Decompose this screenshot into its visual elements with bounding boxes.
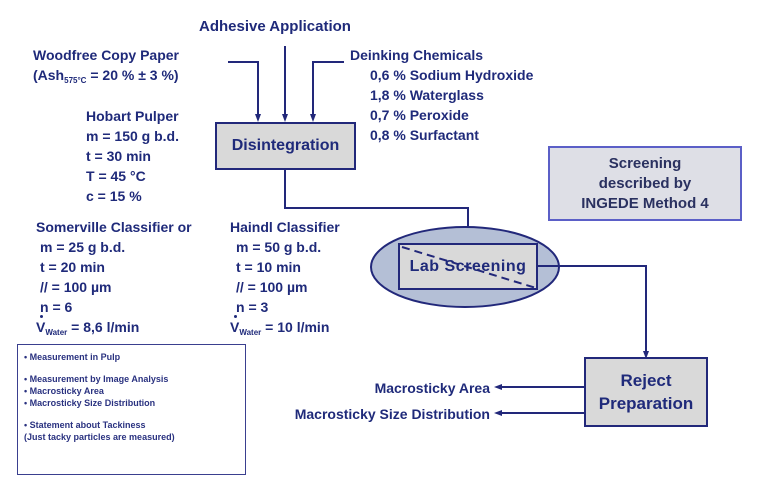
measurement-notes-box: • Measurement in Pulp • Measurement by I…: [17, 344, 246, 475]
lab-screening-box: Lab Screening: [398, 243, 538, 290]
haindl-water-flow: VWater = 10 l/min: [230, 315, 330, 337]
reject-preparation-box: Reject Preparation: [584, 357, 708, 427]
note-item: • Measurement in Pulp: [24, 352, 121, 362]
pulper-param: m = 150 g b.d.: [86, 128, 179, 144]
somerville-param: n = 6: [40, 299, 73, 315]
method-line: described by: [598, 174, 692, 192]
output-macrosticky-area: Macrosticky Area: [374, 380, 490, 396]
pulper-param: c = 15 %: [86, 188, 142, 204]
somerville-param: t = 20 min: [40, 259, 105, 275]
note-item: (Just tacky particles are measured): [24, 432, 175, 442]
ingede-method-box: Screening described by INGEDE Method 4: [548, 146, 742, 221]
haindl-param: // = 100 µm: [236, 279, 308, 295]
paper-input: Woodfree Copy Paper (Ash575°C = 20 % ± 3…: [33, 45, 179, 91]
method-line: INGEDE Method 4: [581, 194, 709, 212]
somerville-param: // = 100 µm: [40, 279, 112, 295]
arrow-paper-to-disintegration: [228, 61, 261, 122]
paper-title: Woodfree Copy Paper: [33, 47, 179, 63]
note-item: • Measurement by Image Analysis: [24, 374, 169, 384]
somerville-param: m = 25 g b.d.: [40, 239, 126, 255]
note-item: • Macrosticky Area: [24, 386, 104, 396]
adhesive-application-label: Adhesive Application: [199, 18, 351, 35]
arrow-disintegration-to-screening: [284, 166, 471, 246]
disintegration-box: Disintegration: [215, 122, 356, 170]
reject-line: Preparation: [598, 394, 694, 413]
lab-screening-label: Lab Screening: [409, 257, 527, 275]
hobart-pulper-params: Hobart Pulper m = 150 g b.d. t = 30 min …: [86, 106, 179, 206]
chemical-item: 0,7 % Peroxide: [370, 107, 469, 123]
disintegration-label: Disintegration: [231, 137, 340, 154]
haindl-classifier-params: Haindl Classifier m = 50 g b.d. t = 10 m…: [230, 217, 340, 343]
arrow-screening-to-reject: [537, 265, 649, 359]
haindl-title: Haindl Classifier: [230, 219, 340, 235]
haindl-param: m = 50 g b.d.: [236, 239, 322, 255]
somerville-title: Somerville Classifier or: [36, 219, 192, 235]
pulper-title: Hobart Pulper: [86, 108, 179, 124]
dashed-diagonal: [401, 246, 536, 288]
haindl-param: t = 10 min: [236, 259, 301, 275]
somerville-water-flow: VWater = 8,6 l/min: [36, 315, 140, 337]
haindl-param: n = 3: [236, 299, 269, 315]
somerville-classifier-params: Somerville Classifier or m = 25 g b.d. t…: [36, 217, 192, 343]
pulper-param: t = 30 min: [86, 148, 151, 164]
method-line: Screening: [608, 154, 682, 172]
deinking-chemicals: Deinking Chemicals 0,6 % Sodium Hydroxid…: [350, 45, 533, 145]
arrow-chemicals-to-disintegration: [310, 61, 344, 122]
chemical-item: 0,8 % Surfactant: [370, 127, 479, 143]
reject-line: Reject: [620, 371, 672, 390]
output-macrosticky-size-distribution: Macrosticky Size Distribution: [294, 406, 490, 422]
chemical-item: 0,6 % Sodium Hydroxide: [370, 67, 534, 83]
chemicals-title: Deinking Chemicals: [350, 47, 484, 63]
note-item: • Statement about Tackiness: [24, 420, 146, 430]
note-item: • Macrosticky Size Distribution: [24, 398, 156, 408]
paper-ash: (Ash575°C = 20 % ± 3 %): [33, 67, 179, 85]
pulper-param: T = 45 °C: [86, 168, 146, 184]
chemical-item: 1,8 % Waterglass: [370, 87, 484, 103]
